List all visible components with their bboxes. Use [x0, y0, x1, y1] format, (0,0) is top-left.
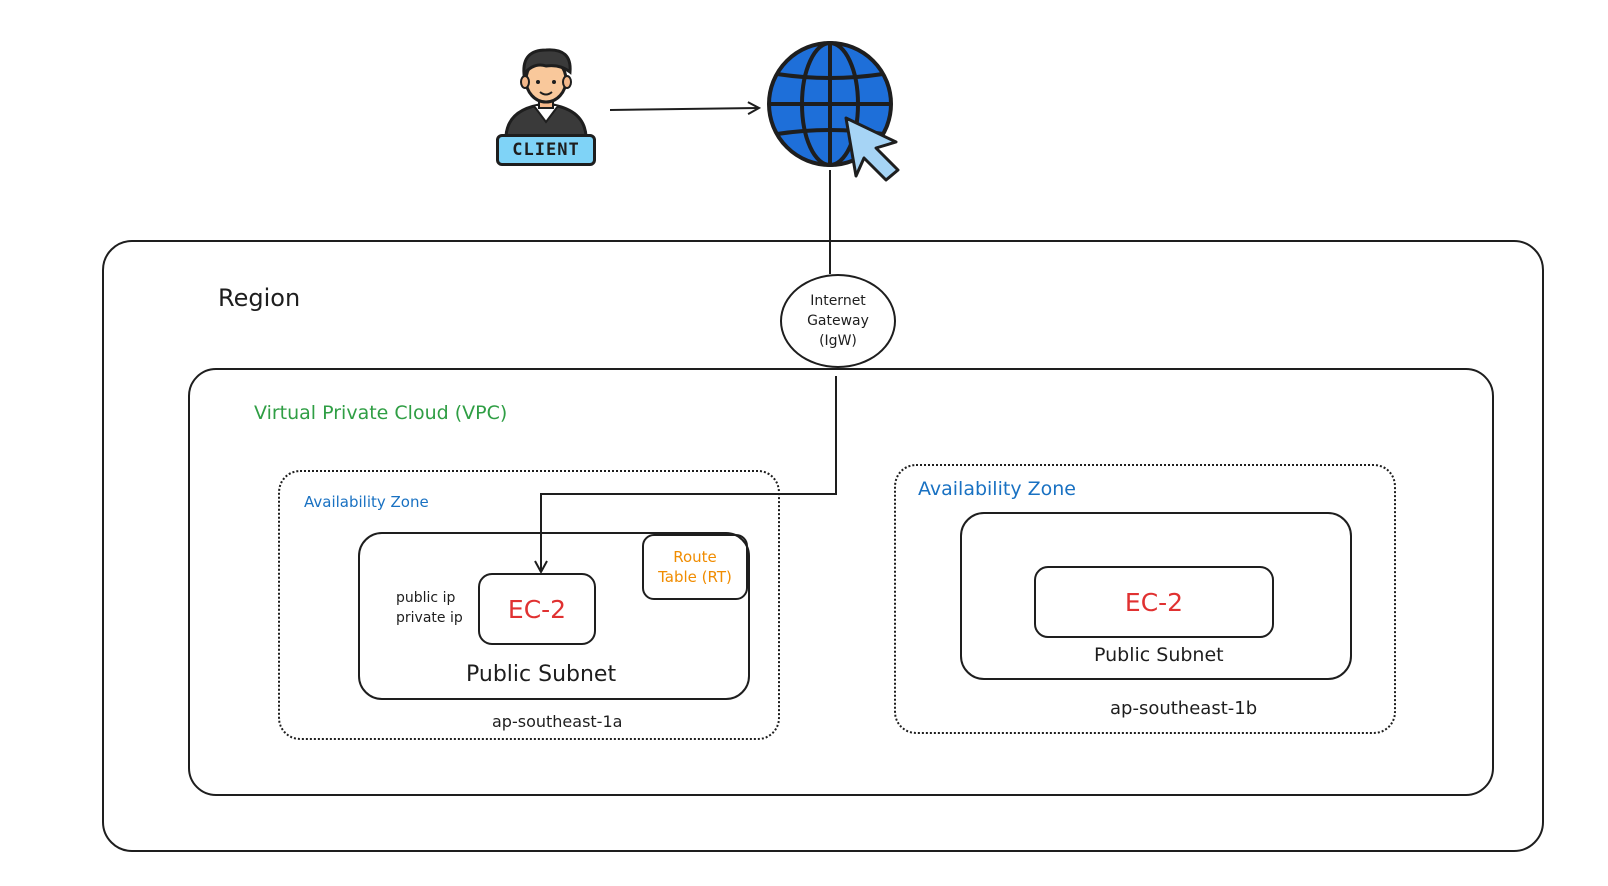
ec2-instance-b: EC-2 [1034, 566, 1274, 638]
public-subnet-a [358, 532, 750, 700]
route-table-line2: Table (RT) [658, 568, 732, 586]
internet-gateway: Internet Gateway (IgW) [780, 274, 896, 368]
vpc-label: Virtual Private Cloud (VPC) [254, 402, 508, 424]
client-to-internet-arrow [609, 108, 758, 110]
region-label: Region [218, 284, 301, 312]
zone-name-b: ap-southeast-1b [1110, 698, 1258, 719]
public-subnet-a-label: Public Subnet [466, 662, 617, 687]
public-ip-label: public ip [396, 590, 456, 606]
route-table-line1: Route [673, 548, 717, 566]
zone-name-a: ap-southeast-1a [492, 712, 623, 731]
availability-zone-b-label: Availability Zone [918, 478, 1076, 500]
public-subnet-b [960, 512, 1352, 680]
private-ip-label: private ip [396, 610, 463, 626]
availability-zone-a [278, 470, 780, 740]
ec2-instance-a: EC-2 [478, 573, 596, 645]
igw-line3: (IgW) [819, 333, 857, 349]
availability-zone-b [894, 464, 1396, 734]
region-box [102, 240, 1544, 852]
igw-line2: Gateway [807, 313, 869, 329]
availability-zone-a-label: Availability Zone [304, 493, 429, 511]
public-subnet-b-label: Public Subnet [1094, 644, 1224, 666]
client-badge: CLIENT [496, 134, 596, 166]
vpc-box [188, 368, 1494, 796]
route-table: Route Table (RT) [642, 534, 748, 600]
igw-line1: Internet [810, 293, 866, 309]
